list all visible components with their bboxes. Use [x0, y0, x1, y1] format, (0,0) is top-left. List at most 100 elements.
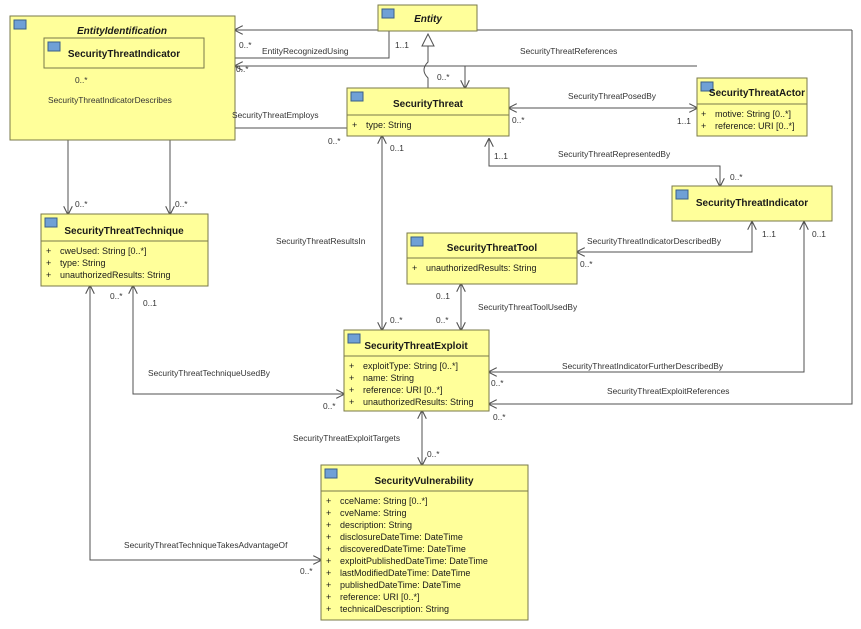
multiplicity-label: 0..1	[436, 291, 450, 301]
attribute-visibility: +	[46, 258, 51, 268]
multiplicity-label: 0..*	[323, 401, 336, 411]
class-attribute: technicalDescription: String	[340, 604, 449, 614]
label-indicator-further-described-by: SecurityThreatIndicatorFurtherDescribedB…	[562, 361, 724, 371]
multiplicity-label: 0..*	[390, 315, 403, 325]
class-entity-identification[interactable]: EntityIdentification	[9, 15, 236, 141]
multiplicity-label: 1..1	[762, 229, 776, 239]
label-security-threat-references: SecurityThreatReferences	[520, 46, 617, 56]
multiplicity-label: 0..*	[75, 75, 88, 85]
attribute-visibility: +	[349, 397, 354, 407]
class-attribute: motive: String [0..*]	[715, 109, 791, 119]
attribute-visibility: +	[412, 263, 417, 273]
multiplicity-label: 0..*	[110, 291, 123, 301]
class-icon	[410, 236, 424, 247]
edge-threat-represented-by[interactable]	[489, 139, 720, 186]
attribute-visibility: +	[326, 520, 331, 530]
class-security-threat-technique[interactable]: SecurityThreatTechnique +cweUsed: String…	[40, 213, 209, 287]
multiplicity-label: 0..*	[512, 115, 525, 125]
multiplicity-label: 0..*	[730, 172, 743, 182]
multiplicity-label: 0..*	[328, 136, 341, 146]
class-attribute: type: String	[366, 120, 412, 130]
class-attribute: discoveredDateTime: DateTime	[340, 544, 466, 554]
class-attribute: cveName: String	[340, 508, 407, 518]
class-security-threat-exploit[interactable]: SecurityThreatExploit +exploitType: Stri…	[343, 329, 490, 412]
class-attribute: description: String	[340, 520, 412, 530]
multiplicity-label: 0..*	[236, 64, 249, 74]
attribute-visibility: +	[326, 544, 331, 554]
class-name: SecurityThreatTechnique	[64, 226, 184, 237]
class-security-threat-indicator[interactable]: SecurityThreatIndicator	[671, 185, 833, 222]
class-attribute: cceName: String [0..*]	[340, 496, 428, 506]
association-labels: EntityRecognizedUsing SecurityThreatRefe…	[48, 46, 729, 550]
attribute-visibility: +	[326, 604, 331, 614]
class-attribute: lastModifiedDateTime: DateTime	[340, 568, 470, 578]
attribute-visibility: +	[701, 121, 706, 131]
label-technique-used-by: SecurityThreatTechniqueUsedBy	[148, 368, 271, 378]
multiplicity-label: 0..*	[580, 259, 593, 269]
class-attribute: publishedDateTime: DateTime	[340, 580, 461, 590]
edge-technique-takes-advantage-of[interactable]	[90, 286, 321, 560]
label-threat-posed-by: SecurityThreatPosedBy	[568, 91, 657, 101]
multiplicity-label: 0..*	[427, 449, 440, 459]
attribute-visibility: +	[349, 385, 354, 395]
class-name: EntityIdentification	[77, 26, 167, 37]
multiplicity-label: 0..*	[75, 199, 88, 209]
class-security-threat-tool[interactable]: SecurityThreatTool +unauthorizedResults:…	[406, 232, 578, 285]
multiplicity-label: 0..*	[436, 315, 449, 325]
label-exploit-targets: SecurityThreatExploitTargets	[293, 433, 400, 443]
label-sti-describes: SecurityThreatIndicatorDescribes	[48, 95, 172, 105]
class-attribute: name: String	[363, 373, 414, 383]
class-icon	[700, 81, 714, 92]
class-attribute: reference: URI [0..*]	[363, 385, 443, 395]
multiplicity-label: 0..*	[437, 72, 450, 82]
class-attribute: disclosureDateTime: DateTime	[340, 532, 463, 542]
class-icon	[13, 19, 27, 30]
class-name: SecurityThreatActor	[709, 88, 805, 99]
label-exploit-references: SecurityThreatExploitReferences	[607, 386, 729, 396]
class-name: SecurityThreat	[393, 99, 464, 110]
class-name: Entity	[414, 14, 442, 25]
class-security-threat-indicator-inner[interactable]: SecurityThreatIndicator	[43, 37, 205, 69]
class-attribute: reference: URI [0..*]	[715, 121, 795, 131]
class-icon	[350, 91, 364, 102]
class-attribute: exploitPublishedDateTime: DateTime	[340, 556, 488, 566]
multiplicity-label: 0..1	[390, 143, 404, 153]
attribute-visibility: +	[46, 246, 51, 256]
multiplicity-label: 1..1	[494, 151, 508, 161]
multiplicity-label: 1..1	[395, 40, 409, 50]
multiplicity-label: 0..*	[300, 566, 313, 576]
edge-entity-recognized-using[interactable]	[205, 30, 390, 58]
label-security-threat-employs: SecurityThreatEmploys	[232, 110, 319, 120]
attribute-visibility: +	[326, 568, 331, 578]
attribute-visibility: +	[326, 580, 331, 590]
multiplicity-label: 0..1	[143, 298, 157, 308]
class-icon	[675, 189, 689, 200]
attribute-visibility: +	[349, 361, 354, 371]
multiplicity-labels: 1..1 0..* 0..* 0..* 0..* 0..* 1..1 0..* …	[75, 40, 826, 576]
multiplicity-label: 0..*	[493, 412, 506, 422]
class-attribute: reference: URI [0..*]	[340, 592, 420, 602]
label-entity-recognized-using: EntityRecognizedUsing	[262, 46, 349, 56]
class-icon	[44, 217, 58, 228]
class-security-threat[interactable]: SecurityThreat +type: String	[346, 87, 510, 137]
edge-indicator-further-described-by[interactable]	[489, 222, 804, 372]
class-icon	[324, 468, 338, 479]
attribute-visibility: +	[326, 556, 331, 566]
edge-entity-frame[interactable]	[489, 30, 853, 404]
label-threat-represented-by: SecurityThreatRepresentedBy	[558, 149, 671, 159]
class-entity[interactable]: Entity	[377, 4, 478, 32]
class-icon	[381, 8, 395, 19]
class-security-vulnerability[interactable]: SecurityVulnerability + cceName: String […	[320, 464, 529, 621]
multiplicity-label: 1..1	[677, 116, 691, 126]
label-threat-results-in: SecurityThreatResultsIn	[276, 236, 366, 246]
attribute-visibility: +	[701, 109, 706, 119]
class-security-threat-actor[interactable]: SecurityThreatActor + motive: String [0..…	[696, 77, 808, 137]
multiplicity-label: 0..*	[175, 199, 188, 209]
class-name: SecurityThreatIndicator	[68, 49, 180, 60]
generalization-edge[interactable]	[424, 34, 428, 88]
edge-security-threat-employs[interactable]	[170, 127, 347, 214]
class-attribute: unauthorizedResults: String	[363, 397, 474, 407]
class-attribute: type: String	[60, 258, 106, 268]
class-name: SecurityVulnerability	[374, 476, 474, 487]
